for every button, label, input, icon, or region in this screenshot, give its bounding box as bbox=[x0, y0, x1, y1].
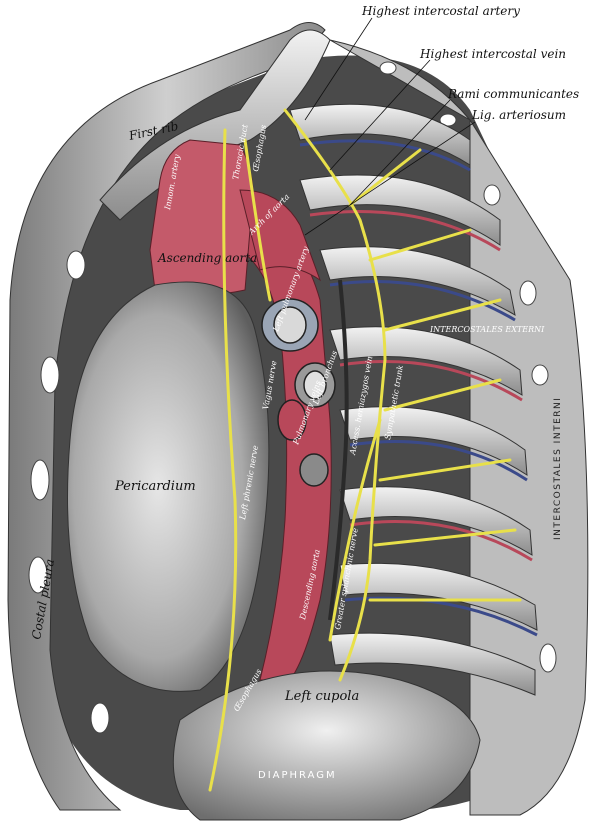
costal-pleura-cartilages bbox=[28, 250, 110, 734]
aortic-arch bbox=[239, 189, 321, 282]
nerves bbox=[208, 108, 522, 792]
label-intercostales-interni: INTERCOSTALES INTERNI bbox=[553, 397, 563, 540]
label-intercostales-externi: INTERCOSTALES EXTERNI bbox=[429, 325, 545, 334]
label-left-cupola: Left cupola bbox=[284, 689, 359, 704]
label-lig-arteriosum: Lig. arteriosum bbox=[471, 108, 566, 122]
right-cartilage-nodules bbox=[379, 61, 557, 673]
label-rami-communicantes: Rami communicantes bbox=[447, 87, 579, 101]
label-highest-intercostal-artery: Highest intercostal artery bbox=[361, 4, 520, 18]
leader-lines bbox=[304, 17, 476, 236]
label-highest-intercostal-vein: Highest intercostal vein bbox=[419, 47, 566, 61]
chest-wall-left bbox=[7, 22, 326, 811]
label-ascending-aorta: Ascending aorta bbox=[157, 251, 257, 265]
hilum-vessels bbox=[261, 298, 336, 487]
label-diaphragm: DIAPHRAGM bbox=[258, 770, 337, 781]
access-hemiazygos-vein bbox=[328, 279, 349, 621]
ribs bbox=[289, 103, 538, 696]
label-pericardium: Pericardium bbox=[114, 479, 196, 494]
diaphragm bbox=[172, 670, 481, 821]
pericardium bbox=[67, 281, 270, 692]
